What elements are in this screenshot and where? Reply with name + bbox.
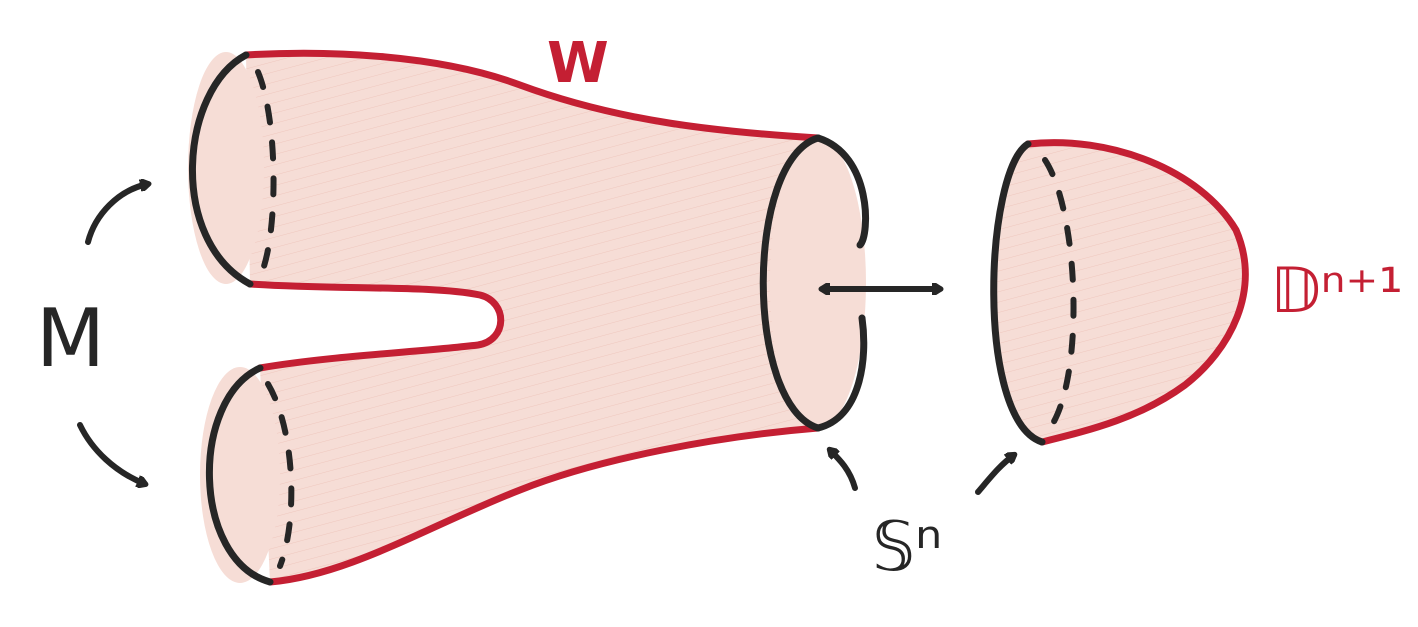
m-arrow-bottom [77,422,145,484]
label-sphere: 𝕊ⁿ [872,508,942,587]
bottom-boundary-front-arc [206,364,274,586]
cobordism-w-top-edge [242,49,822,142]
sphere-arrow-left [830,450,858,491]
cobordism-w [188,49,870,586]
disk-d-cap-edge [1024,139,1249,446]
disk-d-hatching [995,142,1246,443]
label-disk: 𝔻ⁿ⁺¹ [1270,254,1403,327]
top-boundary-shading [188,52,264,284]
right-boundary-shading [770,138,866,428]
sphere-arrow-right [975,455,1014,495]
right-boundary-back-arc [814,134,870,249]
label-w: W [547,31,609,96]
cobordism-w-bottom-edge [266,424,822,586]
top-boundary-back-arc [255,69,277,275]
right-boundary-front-arc [759,134,822,432]
label-m: M [36,292,105,385]
disk-d [990,139,1249,446]
m-arrow-top [85,184,148,245]
cobordism-w-hatching [246,53,818,583]
disk-d-boundary-front-arc [990,140,1046,446]
top-boundary-front-arc [189,51,254,288]
cobordism-w-crotch-edge [246,280,505,372]
right-boundary-back-arc-lower [814,314,868,432]
